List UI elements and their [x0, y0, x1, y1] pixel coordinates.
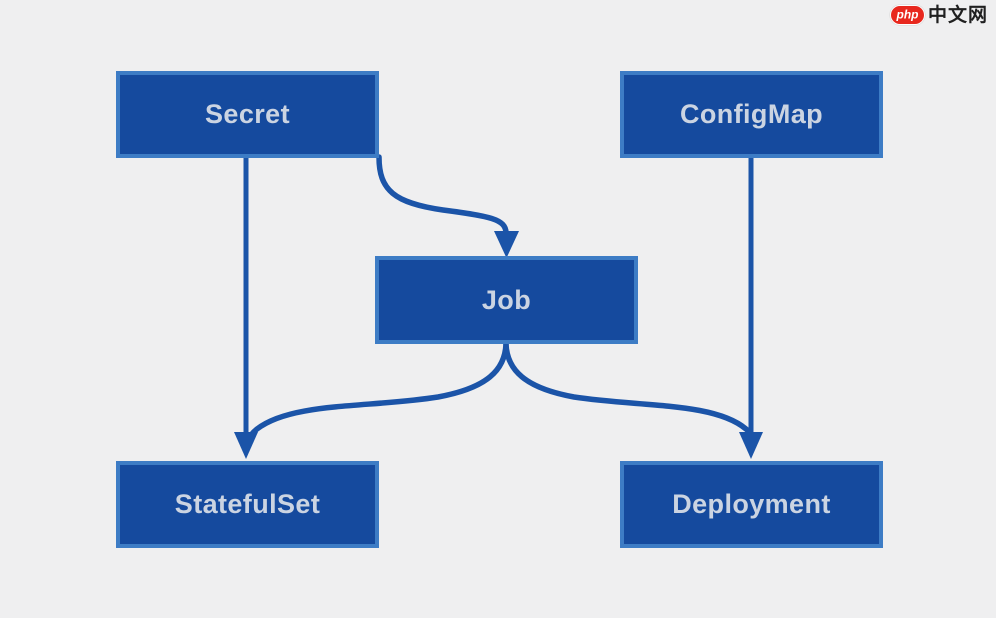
arrowhead-statefulset: [234, 432, 258, 459]
watermark-site-name: 中文网: [927, 4, 988, 26]
node-job-label: Job: [481, 284, 532, 315]
node-configmap: ConfigMap: [620, 71, 883, 158]
arrowhead-job: [494, 231, 519, 258]
node-statefulset-label: StatefulSet: [174, 489, 321, 519]
watermark-php-cn: php 中文网: [889, 4, 988, 26]
edge-job-to-deployment: [503, 341, 757, 442]
node-statefulset: StatefulSet: [116, 461, 379, 548]
php-logo-icon: php: [889, 5, 925, 25]
edge-job-to-statefulset: [246, 341, 509, 442]
node-deployment: Deployment: [620, 461, 883, 548]
node-configmap-label: ConfigMap: [679, 99, 824, 129]
node-deployment-label: Deployment: [672, 489, 831, 519]
arrowhead-deployment: [739, 432, 763, 459]
node-secret-label: Secret: [205, 99, 290, 129]
php-logo-text: php: [896, 7, 919, 22]
node-job: Job: [375, 256, 638, 344]
edge-secret-to-job: [376, 154, 509, 236]
node-secret: Secret: [116, 71, 379, 158]
